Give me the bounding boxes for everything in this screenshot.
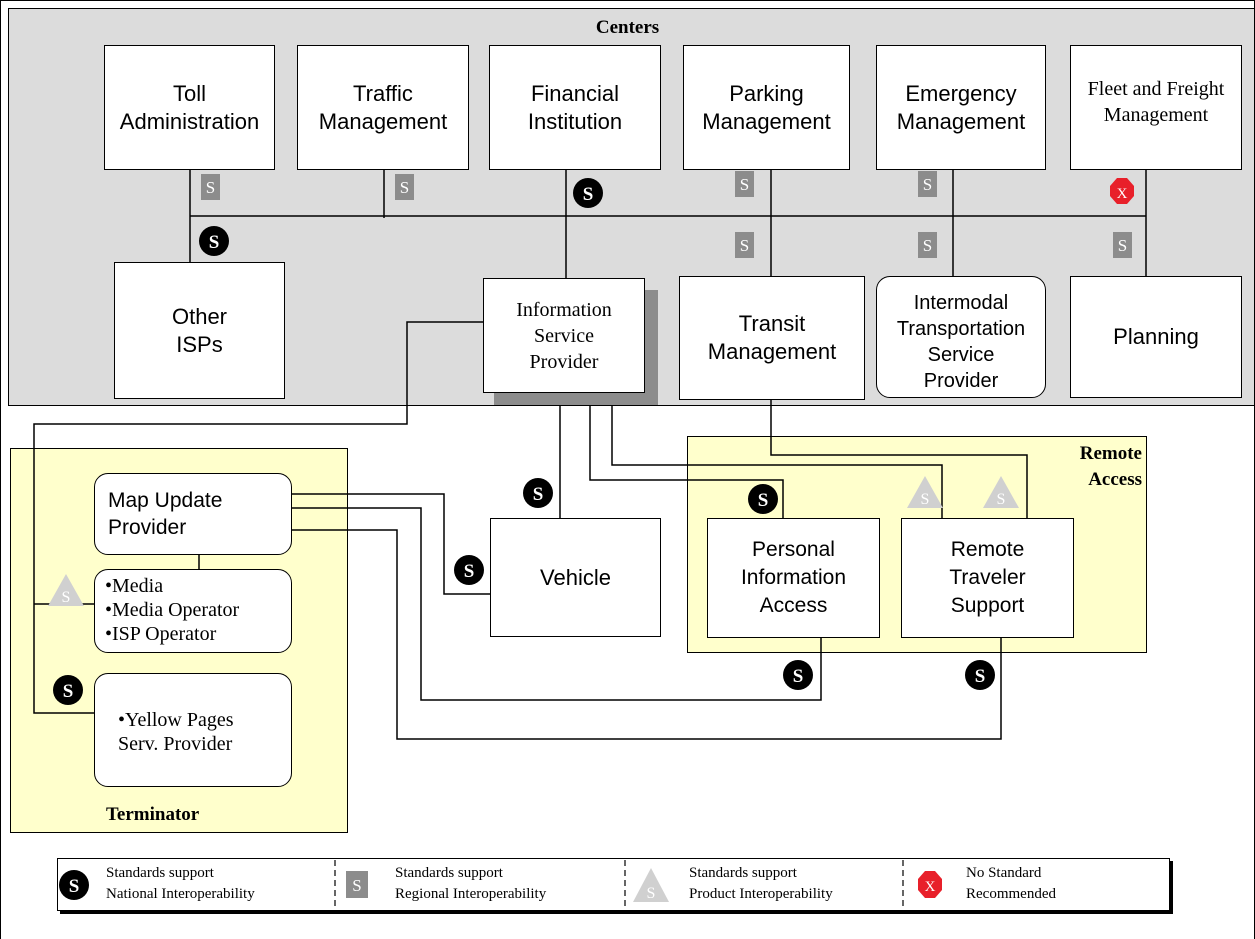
national-symbol: S <box>454 555 484 585</box>
traffic-management-box: Traffic Management <box>297 45 469 170</box>
national-symbol: S <box>783 660 813 690</box>
product-symbol: S <box>983 476 1019 508</box>
remote-access-title: Remote Access <box>1079 443 1142 490</box>
symbol-letter: S <box>793 666 804 687</box>
symbol-letter: S <box>923 236 932 255</box>
product-symbol: S <box>48 574 84 606</box>
legend-no-standard-symbol: X <box>918 871 942 898</box>
symbol-letter: S <box>740 175 749 194</box>
symbol-letter: S <box>758 490 769 511</box>
symbol-letter: S <box>923 175 932 194</box>
regional-symbol: S <box>735 171 754 197</box>
symbol-letter: S <box>975 666 986 687</box>
symbol-letter: S <box>533 484 544 505</box>
regional-symbol: S <box>918 232 937 258</box>
symbol-letter: S <box>583 184 594 205</box>
map-update-provider-box: Map Update Provider <box>94 473 292 555</box>
legend-regional-text: Standards support Regional Interoperabil… <box>395 865 547 902</box>
fleet-freight-management-box: Fleet and Freight Management <box>1070 45 1242 170</box>
national-symbol: S <box>523 478 553 508</box>
vehicle-box: Vehicle <box>490 518 661 637</box>
national-symbol: S <box>965 660 995 690</box>
symbol-letter: S <box>997 491 1006 508</box>
product-symbol: S <box>907 476 943 508</box>
legend-national-text: Standards support National Interoperabil… <box>106 865 255 902</box>
planning-box: Planning <box>1070 276 1242 398</box>
regional-symbol: S <box>735 232 754 258</box>
intermodal-transportation-box: Intermodal Transportation Service Provid… <box>876 276 1046 398</box>
national-symbol: S <box>748 484 778 514</box>
remote-traveler-support-box: Remote Traveler Support <box>901 518 1074 638</box>
legend-product-text: Standards support Product Interoperabili… <box>689 865 833 902</box>
symbol-letter: S <box>400 178 409 197</box>
symbol-letter: S <box>209 232 220 253</box>
media-list: •Media •Media Operator •ISP Operator <box>105 575 240 645</box>
financial-institution-box: Financial Institution <box>489 45 661 170</box>
regional-symbol: S <box>1113 232 1132 258</box>
yellow-pages-text: •Yellow Pages Serv. Provider <box>118 709 234 755</box>
symbol-letter: S <box>206 178 215 197</box>
legend <box>57 858 1170 911</box>
parking-management-box: Parking Management <box>683 45 850 170</box>
symbol-letter: S <box>464 561 475 582</box>
symbol-letter: S <box>352 876 361 895</box>
legend-regional-symbol: S <box>346 871 368 898</box>
terminator-title: Terminator <box>106 804 200 825</box>
symbol-letter: X <box>1117 186 1128 202</box>
legend-none-text: No Standard Recommended <box>966 865 1056 902</box>
transit-management-box: Transit Management <box>679 276 865 400</box>
legend-national-symbol: S <box>59 870 89 900</box>
national-symbol: S <box>199 226 229 256</box>
centers-title: Centers <box>595 17 660 38</box>
symbol-letter: S <box>921 491 930 508</box>
regional-symbol: S <box>201 174 220 200</box>
national-symbol: S <box>573 178 603 208</box>
yellow-pages-box <box>94 673 292 787</box>
emergency-management-box: Emergency Management <box>876 45 1046 170</box>
media-box <box>94 569 292 653</box>
regional-symbol: S <box>918 171 937 197</box>
symbol-letter: S <box>1118 236 1127 255</box>
national-symbol: S <box>53 675 83 705</box>
regional-symbol: S <box>395 174 414 200</box>
legend-product-symbol: S <box>633 868 669 902</box>
information-service-provider-box: Information Service Provider <box>483 278 645 393</box>
no-standard-symbol: X <box>1110 178 1134 204</box>
symbol-letter: S <box>647 885 656 902</box>
personal-information-access-box: Personal Information Access <box>707 518 880 638</box>
symbol-letter: S <box>740 236 749 255</box>
toll-administration-box: Toll Administration <box>104 45 275 170</box>
symbol-letter: S <box>69 876 80 897</box>
other-isps-box: Other ISPs <box>114 262 285 399</box>
symbol-letter: S <box>63 681 74 702</box>
symbol-letter: X <box>925 879 936 895</box>
symbol-letter: S <box>62 589 71 606</box>
